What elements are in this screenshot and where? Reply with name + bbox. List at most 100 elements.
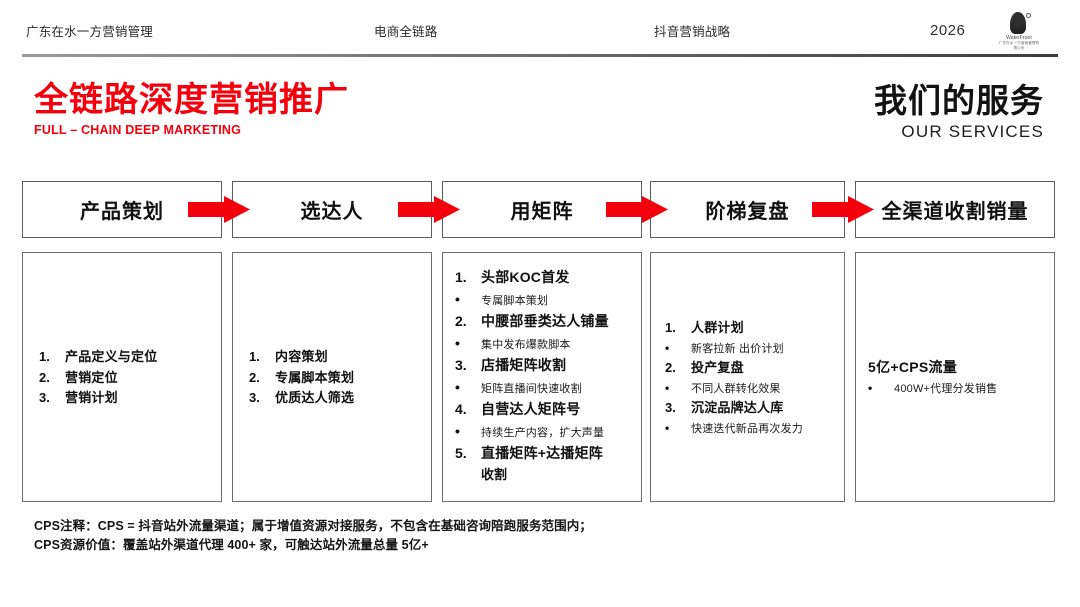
stage-item-label: 投产复盘	[691, 360, 744, 375]
brand-mark-shape	[1010, 12, 1026, 34]
footnote-2: CPS资源价值：覆盖站外渠道代理 400+ 家，可触达站外流量总量 5亿+	[34, 538, 429, 553]
stage-body-box-3: 1.头部KOC首发 • 专属脚本策划 2.中腰部垂类达人铺量 • 集中发布爆款脚本 3. 店播…	[442, 252, 642, 502]
stage-item-label: 优质达人筛选	[275, 390, 355, 406]
stage-sub-item: • 持续生产内容，扩大声量	[455, 421, 633, 442]
stage-sub-item-label: 400W+代理分发销售	[894, 383, 998, 396]
bullet-marker-icon: •	[665, 420, 670, 435]
stage-header-label-5: 全渠道收割销量	[881, 201, 1029, 223]
section-title-chinese: 我们的服务	[874, 82, 1044, 119]
stage-sub-item-label: 快速迭代新品再次发力	[691, 422, 803, 435]
page-title-left: 全链路深度营销推广 FULL – CHAIN DEEP MARKETING	[34, 81, 349, 137]
list-number-marker: 2.	[665, 360, 676, 375]
stage-item-label: 中腰部垂类达人铺量	[481, 313, 609, 329]
stage-item: 3. 营销计划	[39, 388, 213, 408]
stage-item-label: 产品定义与定位	[65, 349, 158, 365]
list-number-marker: 2.	[39, 369, 50, 385]
list-number-marker: 1.	[455, 269, 467, 285]
list-number-marker: 3.	[39, 390, 50, 406]
stage-item: 1.人群计划	[665, 318, 836, 338]
page-title-english: FULL – CHAIN DEEP MARKETING	[34, 122, 242, 137]
brand-logo-subtitle: 广东在水一方营销管理有限公司	[998, 41, 1040, 50]
bullet-marker-icon: •	[868, 381, 873, 396]
stage-header-label-3: 用矩阵	[510, 201, 574, 223]
stage-item-label: 内容策划	[275, 349, 328, 365]
bullet-marker-icon: •	[455, 291, 460, 307]
flow-arrow-icon-1	[188, 196, 250, 223]
stage-item: 3. 优质达人筛选	[249, 388, 423, 408]
brand-registered-dot-icon	[1026, 13, 1031, 18]
stage-sub-item-label: 不同人群转化效果	[691, 382, 781, 395]
stage-item-label: 沉淀品牌达人库	[691, 400, 784, 415]
stage-sub-item: • 专属脚本策划	[455, 289, 633, 310]
stage-item-label: 人群计划	[691, 320, 744, 335]
stage-sub-item: •新客拉新 出价计划	[665, 339, 836, 358]
stage-header-box-2: 选达人	[232, 181, 432, 238]
stage-body-box-2: 1. 内容策划 2. 专属脚本策划 3. 优质达人筛选	[232, 252, 432, 502]
stage-header-label-2: 选达人	[300, 201, 364, 223]
list-number-marker: 3.	[455, 357, 467, 373]
stage-item-continuation: 收割	[481, 467, 508, 482]
stage-sub-item-label: 集中发布爆款脚本	[481, 339, 571, 351]
stage-item: 2.中腰部垂类达人铺量	[455, 311, 633, 332]
header-year: 2026	[930, 22, 966, 39]
stage-sub-item: • 不同人群转化效果	[665, 379, 836, 398]
brand-logo-name: WaterFront	[1006, 35, 1032, 41]
stage-sub-item: • 集中发布爆款脚本	[455, 333, 633, 354]
list-number-marker: 3.	[665, 400, 676, 415]
stage-item-label: 营销计划	[65, 390, 118, 406]
stage-item: 2.营销定位	[39, 368, 213, 388]
list-number-marker: 4.	[455, 401, 467, 417]
flow-arrow-icon-3	[606, 196, 668, 223]
bullet-marker-icon: •	[455, 379, 460, 395]
list-number-marker: 3.	[249, 390, 260, 406]
section-title-english: OUR SERVICES	[901, 121, 1044, 141]
page-title-chinese: 全链路深度营销推广	[34, 81, 349, 119]
brand-logo-text: WaterFront 广东在水一方营销管理有限公司	[998, 35, 1040, 50]
stage-item: 1.头部KOC首发	[455, 267, 633, 288]
list-number-marker: 5.	[455, 445, 467, 461]
stage-header-box-5: 全渠道收割销量	[855, 181, 1055, 238]
list-number-marker: 1.	[39, 349, 50, 365]
stage-item: 3. 店播矩阵收割	[455, 355, 633, 376]
stage-header-label-4: 阶梯复盘	[705, 201, 790, 223]
header-topic: 电商全链路	[374, 25, 438, 39]
bullet-marker-icon: •	[455, 335, 460, 351]
stage-sub-item-label: 矩阵直播间快速收割	[481, 383, 582, 395]
stage-item: 1. 产品定义与定位	[39, 347, 213, 367]
brand-logo-icon: WaterFront 广东在水一方营销管理有限公司	[998, 12, 1040, 50]
stage-item: 1. 内容策划	[249, 347, 423, 367]
stage-headline-5: 5亿+CPS流量	[868, 359, 958, 376]
stage-item-label: 专属脚本策划	[275, 369, 355, 385]
list-number-marker: 1.	[249, 349, 260, 365]
header-company-name: 广东在水一方营销管理	[26, 25, 154, 39]
stage-header-box-1: 产品策划	[22, 181, 222, 238]
stage-item-label: 店播矩阵收割	[481, 357, 567, 373]
stage-sub-item-label: 专属脚本策划	[481, 295, 549, 307]
footnote-1: CPS注释：CPS = 抖音站外流量渠道；属于增值资源对接服务，不包含在基础咨询…	[34, 519, 592, 533]
footnotes-block: CPS注释：CPS = 抖音站外流量渠道；属于增值资源对接服务，不包含在基础咨询…	[34, 517, 1034, 556]
bullet-marker-icon: •	[455, 423, 460, 439]
stage-sub-item: • 矩阵直播间快速收割	[455, 377, 633, 398]
list-number-marker: 2.	[249, 369, 260, 385]
page-title-right: 我们的服务 OUR SERVICES	[874, 82, 1044, 142]
slide-header: 广东在水一方营销管理 电商全链路 抖音营销战略 2026 WaterFront …	[0, 0, 1080, 52]
stage-sub-item-label: 持续生产内容，扩大声量	[481, 427, 605, 439]
stage-item: 4. 自营达人矩阵号	[455, 399, 633, 420]
bullet-marker-icon: •	[665, 380, 670, 395]
stage-header-label-1: 产品策划	[80, 201, 164, 223]
stage-body-box-5: 5亿+CPS流量 • 400W+代理分发销售	[855, 252, 1055, 502]
stage-item: 5. 直播矩阵+达播矩阵	[455, 443, 633, 464]
stage-body-box-4: 1.人群计划•新客拉新 出价计划 2. 投产复盘 • 不同人群转化效果 3. 沉淀品牌达人库…	[650, 252, 845, 502]
stage-sub-item: • 400W+代理分发销售	[868, 379, 1046, 398]
stage-body-box-1: 1. 产品定义与定位 2.营销定位 3. 营销计划	[22, 252, 222, 502]
bullet-marker-icon: •	[665, 340, 670, 355]
stage-item: 2. 投产复盘	[665, 358, 836, 378]
flow-arrow-icon-4	[812, 196, 874, 223]
stage-item-label: 直播矩阵+达播矩阵	[481, 445, 603, 461]
stage-item-label: 自营达人矩阵号	[481, 401, 581, 417]
stage-sub-item: • 快速迭代新品再次发力	[665, 419, 836, 438]
header-divider	[22, 54, 1058, 57]
header-strategy: 抖音营销战略	[654, 25, 731, 39]
flow-arrow-icon-2	[398, 196, 460, 223]
